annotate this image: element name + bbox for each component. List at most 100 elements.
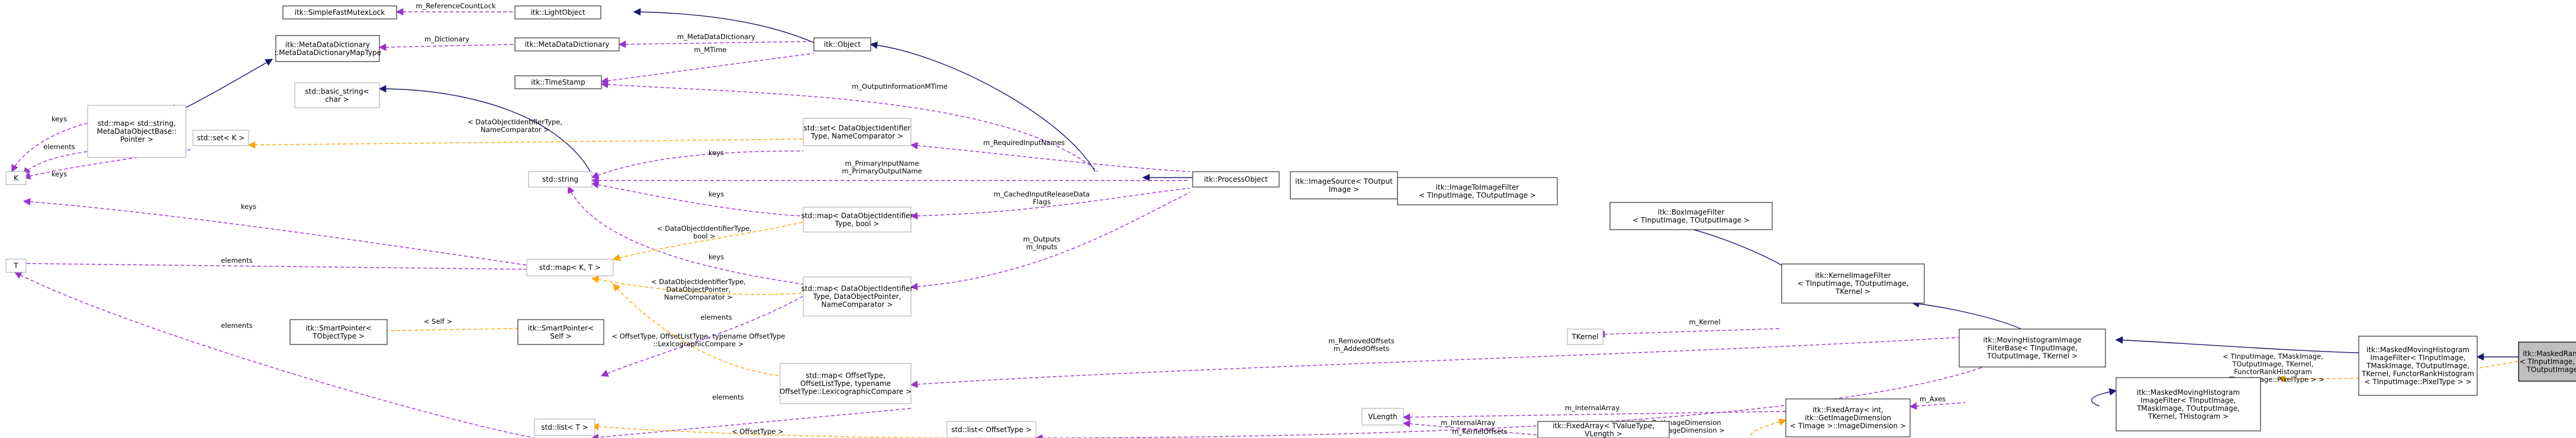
node-label-line: Self > [550, 332, 571, 340]
node-label-line: std::list< T > [541, 423, 588, 431]
usage-edge-kernel [1597, 328, 1782, 338]
node-set-doi[interactable]: std::set< DataObjectIdentifierType, Name… [803, 118, 912, 146]
node-label-line: itk::ImageToImageFilter [1436, 183, 1519, 191]
node-box-image-filter[interactable]: itk::BoxImageFilter< TInputImage, TOutpu… [1609, 202, 1773, 230]
node-map-k-t[interactable]: std::map< K, T > [526, 259, 614, 276]
node-label-line: < TImage >::ImageDimension > [1790, 422, 1906, 430]
node-simple-fast-mutex-lock[interactable]: itk::SimpleFastMutexLock [282, 5, 397, 20]
node-label-line: itk::MovingHistogramImage [1983, 336, 2081, 344]
edge-label-elements-T: elements [221, 321, 252, 330]
usage-edge-elements-mapKT [14, 259, 527, 270]
node-label-line: std::map< DataObjectIdentifier [801, 285, 913, 293]
node-smart-pointer-self[interactable]: itk::SmartPointer<Self > [517, 319, 604, 345]
template-edge-mapKT-mapOffset [613, 284, 781, 376]
node-label-line: std::map< K, T > [539, 263, 601, 272]
template-edge-mapKT-mapDOIbool [612, 221, 804, 262]
node-map-offset[interactable]: std::map< OffsetType,OffsetListType, typ… [780, 363, 912, 404]
node-k[interactable]: K [5, 171, 27, 185]
node-label-line: std::string [542, 175, 578, 183]
node-label-line: OffsetListType, typename [800, 379, 891, 388]
node-list-t[interactable]: std::list< T > [534, 418, 595, 436]
node-label-line: std::list< OffsetType > [951, 426, 1032, 434]
node-label-line: std::basic_string< [305, 87, 369, 95]
usage-edge-removedoffsets [910, 337, 1960, 388]
node-label-line: itk::Object [824, 40, 861, 49]
inherit-edge-kernelimage-movinghist [1911, 300, 2022, 330]
edge-label-mapKT-tmpl1: < DataObjectIdentifierType,bool > [657, 224, 752, 240]
usage-edge-outputsinputs [910, 192, 1190, 291]
node-label-line: itk::TimeStamp [531, 78, 585, 86]
node-label-line: VLength [1368, 413, 1398, 421]
node-vlength[interactable]: VLength [1361, 408, 1404, 426]
node-label-line: ImageFilter< TInputImage, [2141, 396, 2236, 404]
node-light-object[interactable]: itk::LightObject [514, 5, 601, 20]
node-process-object[interactable]: itk::ProcessObject [1192, 171, 1280, 188]
node-smart-pointer-tobjecttype[interactable]: itk::SmartPointer<TObjectType > [289, 319, 388, 345]
node-fixed-array-tvaluetype[interactable]: itk::FixedArray< TValueType,VLength > [1537, 421, 1670, 438]
node-label-line: ::MetaDataDictionaryMapType [274, 49, 381, 57]
node-label-line: itk::FixedArray< int, [1812, 406, 1883, 414]
node-map-doi-ptr[interactable]: std::map< DataObjectIdentifierType, Data… [801, 276, 913, 317]
node-tkernel[interactable]: TKernel [1567, 328, 1603, 345]
node-label-line: Pointer > [120, 136, 153, 144]
inherit-edge-movinghist-maskedmovinghist [2091, 388, 2117, 407]
node-basic-string[interactable]: std::basic_string<char > [294, 82, 380, 108]
usage-edge-elements-smartptrSelf [600, 295, 804, 377]
usage-edge-dictionary [378, 43, 514, 51]
node-label-line: OffsetType::LexicographicCompare > [780, 388, 912, 396]
node-image-to-image-filter[interactable]: itk::ImageToImageFilter< TInputImage, TO… [1397, 177, 1558, 205]
node-label-line: itk::MaskedRankImageFilter [2523, 350, 2576, 358]
node-label-line: itk::LightObject [530, 8, 585, 17]
node-map-doi-bool[interactable]: std::map< DataObjectIdentifierType, bool… [801, 207, 913, 233]
edge-label-listOffset-tmpl: < OffsetType > [732, 427, 784, 436]
node-set-k[interactable]: std::set< K > [192, 130, 249, 146]
node-label-line: char > [325, 95, 349, 104]
edge-label-elements-smartptr: elements [700, 313, 732, 321]
node-label-line: TOutputImage, TKernel > [1986, 352, 2078, 360]
node-label-line: itk::MetaDataDictionary [285, 40, 370, 49]
usage-edge-elements-mapstring [23, 151, 88, 175]
node-label-line: itk::KernelImageFilter [1815, 272, 1891, 280]
usage-edge-mtime [600, 53, 814, 85]
edge-label-keys-setK: keys [51, 170, 67, 178]
node-label-line: TMaskImage, TOutputImage, [2366, 362, 2469, 370]
node-list-offset[interactable]: std::list< OffsetType > [946, 421, 1036, 438]
node-meta-data-dictionary-map-type[interactable]: itk::MetaDataDictionary::MetaDataDiction… [274, 35, 381, 62]
node-label-line: itk::MetaDataDictionary [524, 40, 609, 49]
node-label-line: itk::MaskedMovingHistogram [2366, 346, 2469, 354]
node-map-string[interactable]: std::map< std::string,MetaDataObjectBase… [87, 105, 186, 158]
template-edge-fixedarray [1750, 418, 1787, 438]
node-image-source[interactable]: itk::ImageSource< TOutputImage > [1290, 171, 1398, 199]
node-kernel-image-filter[interactable]: itk::KernelImageFilter< TInputImage, TOu… [1781, 263, 1925, 304]
usage-edge-internalarray1 [1402, 411, 1786, 421]
edge-label-kernel: m_Kernel [1689, 318, 1720, 326]
edge-label-keys-mapDOIbool: keys [709, 190, 724, 198]
node-object[interactable]: itk::Object [813, 37, 871, 51]
node-time-stamp[interactable]: itk::TimeStamp [514, 75, 602, 89]
node-label-line: Type, DataObjectPointer, [813, 292, 901, 301]
usage-edge-elements-T [14, 272, 535, 438]
edge-label-mapKT-tmpl2: < DataObjectIdentifierType,DataObjectPoi… [651, 278, 746, 301]
node-label-line: < TInputImage, TOutputImage > [1632, 216, 1750, 224]
node-label-line: std::set< K > [197, 134, 245, 142]
template-edge-mapKT-mapDOIptr [591, 276, 804, 295]
edge-label-axes: m_Axes [1920, 395, 1946, 403]
node-t[interactable]: T [5, 259, 27, 273]
node-meta-data-dictionary[interactable]: itk::MetaDataDictionary [514, 37, 620, 51]
node-masked-rank-image-filter[interactable]: itk::MaskedRankImageFilter< TInputImage,… [2518, 342, 2576, 382]
node-label-line: itk::SimpleFastMutexLock [295, 8, 385, 17]
usage-edge-keys-setK [22, 149, 194, 180]
node-label-line: itk::SmartPointer< [305, 324, 372, 332]
node-label-line: TMaskImage, TOutputImage, [2136, 404, 2240, 413]
node-fixed-array-int[interactable]: itk::FixedArray< int,itk::GetImageDimens… [1785, 398, 1911, 437]
node-std-string[interactable]: std::string [528, 171, 593, 188]
edge-label-keys-mapDOIptr: keys [709, 253, 724, 261]
usage-edge-keys-setDOI [591, 150, 804, 179]
node-label-line: std::map< OffsetType, [806, 372, 886, 380]
